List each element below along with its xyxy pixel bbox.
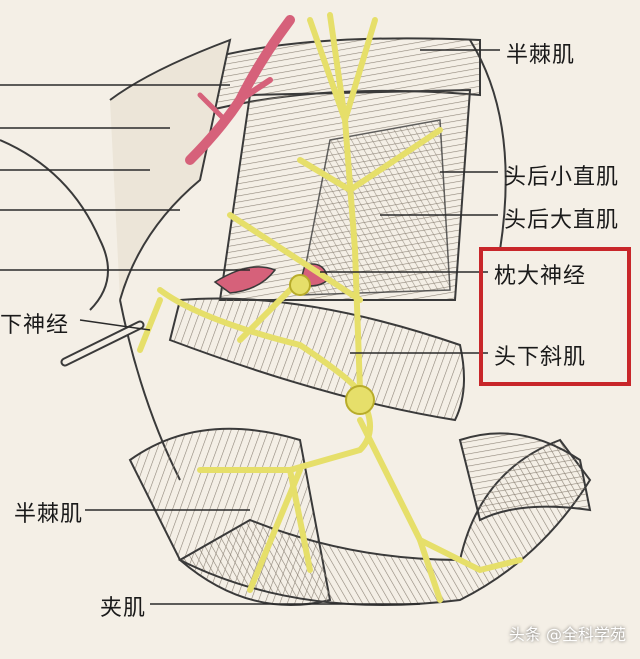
label-rectus-capitis-posterior-minor: 头后小直肌: [504, 165, 620, 190]
watermark: 头条 @全科学苑: [508, 625, 626, 644]
nerve-junction: [289, 274, 311, 296]
label-semispinalis-left: 半棘肌: [14, 502, 84, 527]
probe-tube: [60, 320, 145, 367]
occipital-artery: [185, 15, 329, 294]
highlight-box: [479, 247, 631, 386]
nerve-ganglion: [345, 385, 375, 415]
skull-contour: [0, 38, 507, 481]
label-obliquus-capitis-inferior: 头下斜肌: [494, 345, 587, 370]
label-rectus-capitis-posterior-major: 头后大直肌: [504, 208, 620, 233]
label-suboccipital-nerve: 下神经经: [0, 307, 69, 339]
label-semispinalis-top: 半棘肌: [506, 43, 576, 68]
leader-lines: [0, 49, 500, 605]
label-splenius: 夹肌: [100, 596, 147, 621]
splenius-muscle: [177, 432, 592, 606]
label-suboccipital-nerve-text: 下神经: [0, 313, 70, 338]
label-greater-occipital-nerve: 枕大神经: [494, 264, 587, 289]
